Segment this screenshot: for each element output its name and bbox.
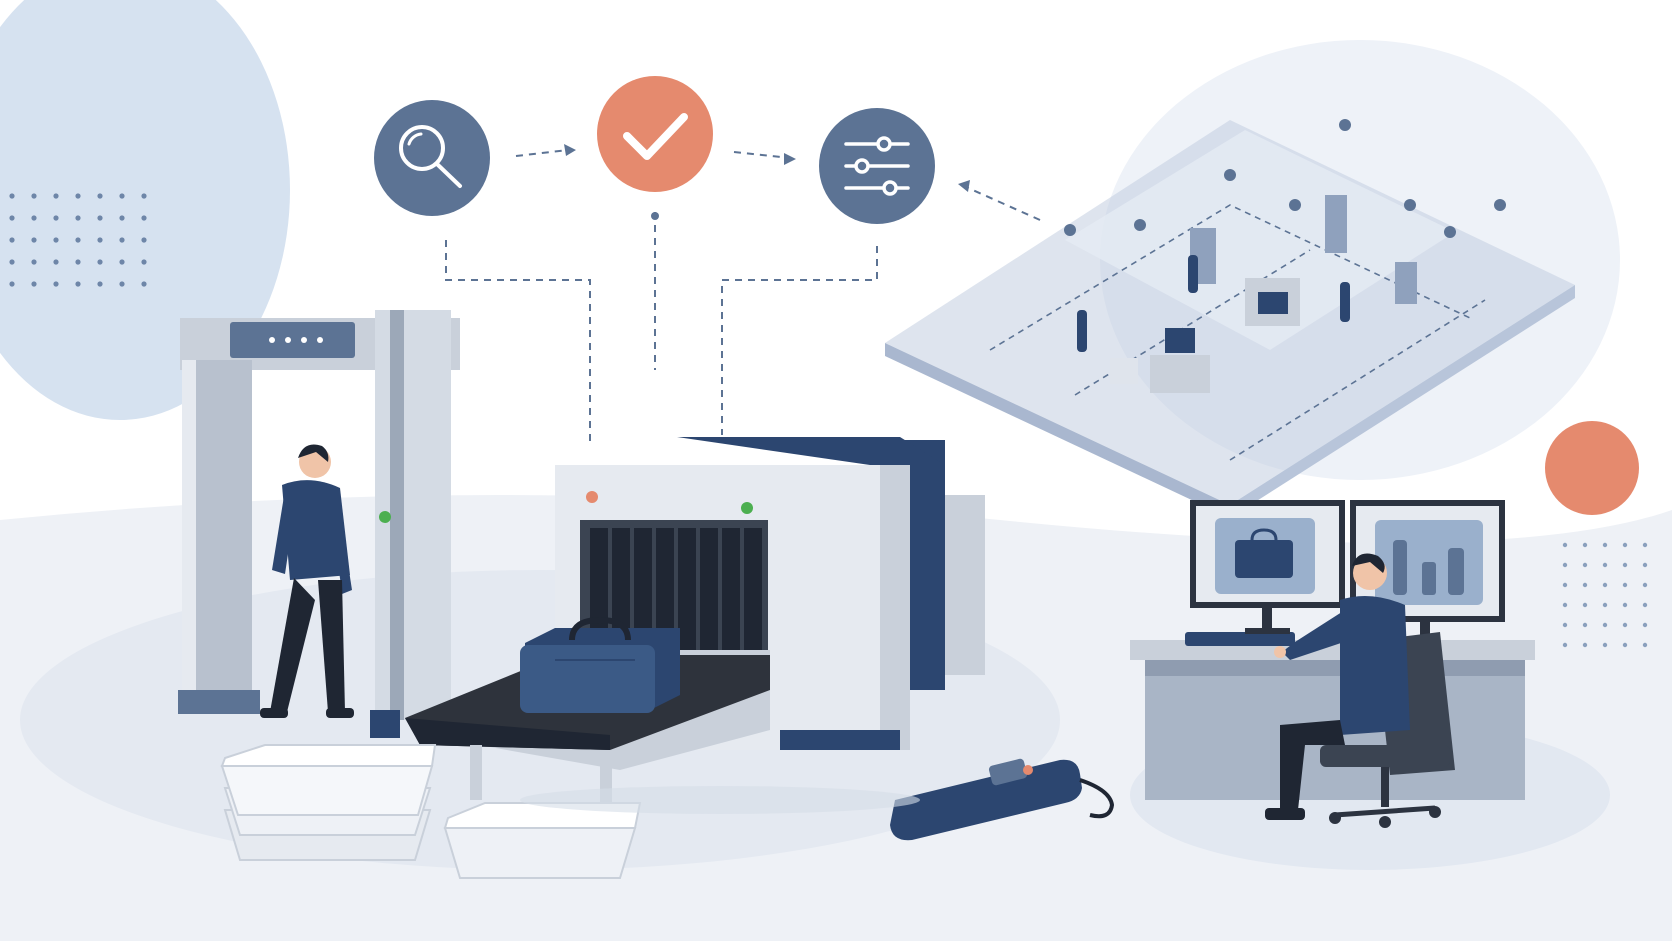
step-check	[597, 76, 713, 192]
keyboard	[1185, 632, 1295, 646]
decor-dot	[1622, 602, 1628, 608]
decor-dot	[119, 237, 125, 243]
floorplan-figures	[1077, 255, 1350, 352]
decor-dot	[1582, 562, 1588, 568]
decor-dot	[1582, 602, 1588, 608]
tray-stack	[220, 744, 437, 861]
decor-dot	[53, 281, 59, 287]
floor-shadows	[520, 786, 920, 814]
decor-dot	[31, 215, 37, 221]
isometric-floorplan	[885, 119, 1575, 518]
arrowheads	[564, 144, 970, 220]
decor-dot	[9, 193, 15, 199]
dot-grid-left	[9, 193, 147, 287]
decor-dot	[1602, 642, 1608, 648]
decor-dot	[1602, 602, 1608, 608]
decor-dot	[1622, 542, 1628, 548]
decor-dot	[141, 237, 147, 243]
decor-dot	[1562, 602, 1568, 608]
decor-dot	[1562, 562, 1568, 568]
decor-dot	[1622, 562, 1628, 568]
decor-dot	[1602, 622, 1608, 628]
decor-dot	[75, 237, 81, 243]
suitcase	[520, 616, 680, 713]
decor-dot	[97, 281, 103, 287]
decor-dot	[9, 215, 15, 221]
decor-dot	[1562, 542, 1568, 548]
decor-dot	[1562, 582, 1568, 588]
decor-dot	[53, 215, 59, 221]
step-search	[374, 100, 490, 216]
search-icon	[399, 125, 462, 188]
decor-dot	[1622, 582, 1628, 588]
traveler	[260, 444, 354, 718]
decor-dot	[1582, 542, 1588, 548]
handheld-metal-detector	[890, 758, 1115, 841]
step-settings	[819, 108, 935, 224]
decor-dot	[1562, 642, 1568, 648]
decor-dot	[9, 237, 15, 243]
decor-dot	[97, 193, 103, 199]
decor-dot	[141, 259, 147, 265]
trays	[220, 744, 642, 879]
decor-dot	[31, 237, 37, 243]
blob-topleft	[0, 0, 290, 420]
decor-dot	[97, 237, 103, 243]
decor-dot	[119, 215, 125, 221]
operator	[1265, 553, 1410, 820]
tray-single	[443, 802, 642, 879]
operator-desk	[1130, 632, 1535, 800]
decor-dot	[75, 215, 81, 221]
decor-dot	[97, 215, 103, 221]
decor-dot	[1622, 622, 1628, 628]
decor-dot	[97, 259, 103, 265]
metal-detector-gate	[178, 310, 460, 738]
decor-dot	[141, 193, 147, 199]
decor-dot	[119, 281, 125, 287]
checkmark-icon	[623, 113, 688, 160]
decor-dot	[1642, 542, 1648, 548]
decor-dot	[1622, 642, 1628, 648]
dot-grid-right	[1562, 542, 1648, 648]
decor-dot	[31, 281, 37, 287]
decor-dot	[31, 193, 37, 199]
decor-dot	[1582, 642, 1588, 648]
decor-dot	[1642, 582, 1648, 588]
decor-dot	[1642, 562, 1648, 568]
decor-dot	[1642, 622, 1648, 628]
coral-circle	[1545, 421, 1639, 515]
decor-dot	[31, 259, 37, 265]
decor-dot	[1602, 582, 1608, 588]
decor-dot	[141, 215, 147, 221]
decor-dot	[1642, 642, 1648, 648]
decor-dot	[1562, 622, 1568, 628]
decor-dot	[1602, 542, 1608, 548]
decor-dot	[1582, 622, 1588, 628]
decor-dot	[53, 259, 59, 265]
decor-dot	[119, 193, 125, 199]
monitor-left	[1190, 500, 1345, 634]
decor-dot	[1582, 582, 1588, 588]
decor-dot	[1602, 562, 1608, 568]
decor-dot	[75, 193, 81, 199]
decor-dot	[9, 281, 15, 287]
decor-dot	[141, 281, 147, 287]
decor-dot	[53, 193, 59, 199]
connector-lines	[445, 149, 1041, 445]
decor-dot	[75, 281, 81, 287]
decor-dot	[119, 259, 125, 265]
decor-dot	[75, 259, 81, 265]
sliders-icon	[844, 136, 910, 196]
decor-dot	[9, 259, 15, 265]
decor-dot	[53, 237, 59, 243]
decor-dot	[1642, 602, 1648, 608]
